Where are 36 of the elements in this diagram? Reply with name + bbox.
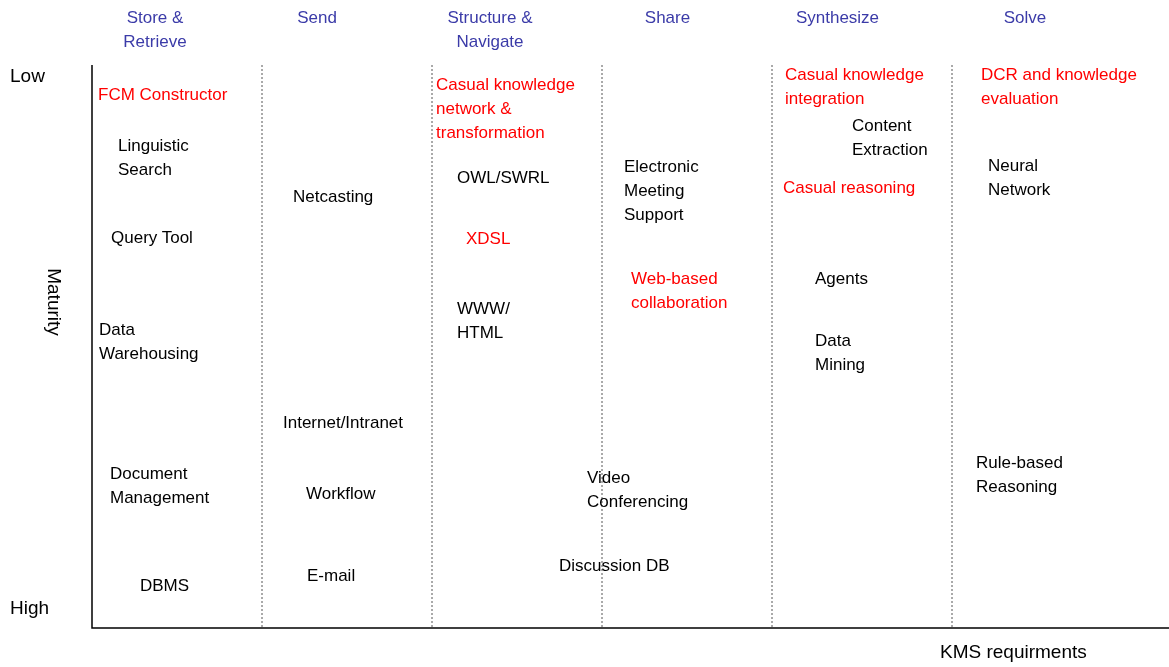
technique-label: Data Warehousing [99,319,200,365]
column-heading: Store & Retrieve [122,7,188,53]
technique-label: Content Extraction [852,115,929,161]
technique-label: DCR and knowledge evaluation [981,64,1138,110]
axis-label: KMS requirments [940,640,1088,664]
technique-label: Casual knowledge integration [785,64,925,110]
axis-label: Low [10,64,46,88]
technique-label: Linguistic Search [118,135,190,181]
technique-label: Neural Network [988,155,1052,201]
technique-label: Netcasting [293,186,375,208]
technique-label: Electronic Meeting Support [624,156,700,226]
technique-label: Data Mining [815,330,867,376]
column-heading: Solve [1002,7,1048,29]
column-heading: Share [643,7,692,29]
technique-label: Agents [815,268,869,290]
technique-label: Casual reasoning [783,177,917,199]
column-heading: Structure & Navigate [446,7,534,53]
technique-label: Web-based collaboration [631,268,729,314]
technique-label: E-mail [307,565,357,587]
technique-label: WWW/ HTML [457,298,511,344]
technique-label: Document Management [110,463,211,509]
technique-label: Query Tool [111,227,194,249]
technique-label: FCM Constructor [98,84,229,106]
axis-label: High [10,596,51,620]
technique-label: DBMS [140,575,191,597]
technique-label: Internet/Intranet [283,412,405,434]
technique-label: Casual knowledge network & transformation [436,74,576,144]
technique-label: Rule-based Reasoning [976,452,1064,498]
technique-label: Discussion DB [559,555,671,577]
column-heading: Synthesize [794,7,881,29]
technique-label: XDSL [466,228,512,250]
column-heading: Send [296,7,338,29]
technique-label: Video Conferencing [587,467,690,513]
technique-label: Workflow [306,483,377,505]
technique-label: OWL/SWRL [457,167,551,189]
axis-label: Maturity [42,268,66,336]
